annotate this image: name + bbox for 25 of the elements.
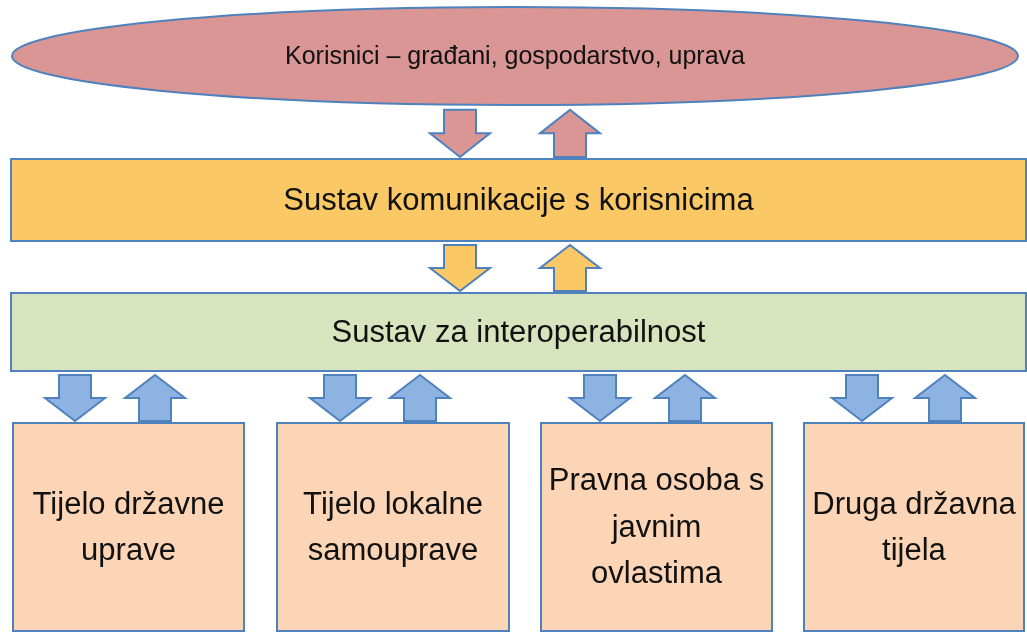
block-arrow xyxy=(427,108,493,159)
institution-box xyxy=(12,422,245,632)
block-arrow xyxy=(829,374,895,423)
block-arrow xyxy=(387,373,453,422)
block-arrow xyxy=(567,374,633,423)
layer-bar xyxy=(10,292,1027,372)
node-label: Tijelo lokalne samouprave xyxy=(302,484,484,569)
block-arrow xyxy=(537,243,603,292)
node-label: Sustav komunikacije s korisnicima xyxy=(283,180,754,219)
layer-bar xyxy=(10,158,1027,242)
node-label: Pravna osoba s javnim ovlastima xyxy=(547,461,766,593)
block-arrow xyxy=(122,373,188,422)
institution-box xyxy=(803,422,1025,632)
block-arrow xyxy=(307,374,373,423)
node-label: Druga državna tijela xyxy=(811,484,1017,569)
institution-box xyxy=(540,422,773,632)
institution-box xyxy=(276,422,510,632)
node-label: Tijelo državne uprave xyxy=(31,484,226,569)
block-arrow xyxy=(427,244,493,293)
block-arrow xyxy=(42,374,108,423)
block-arrow xyxy=(912,373,978,422)
node-label: Korisnici – građani, gospodarstvo, uprava xyxy=(285,40,745,72)
block-arrow xyxy=(652,373,718,422)
node-label: Sustav za interoperabilnost xyxy=(331,312,706,351)
block-arrow xyxy=(537,108,603,158)
